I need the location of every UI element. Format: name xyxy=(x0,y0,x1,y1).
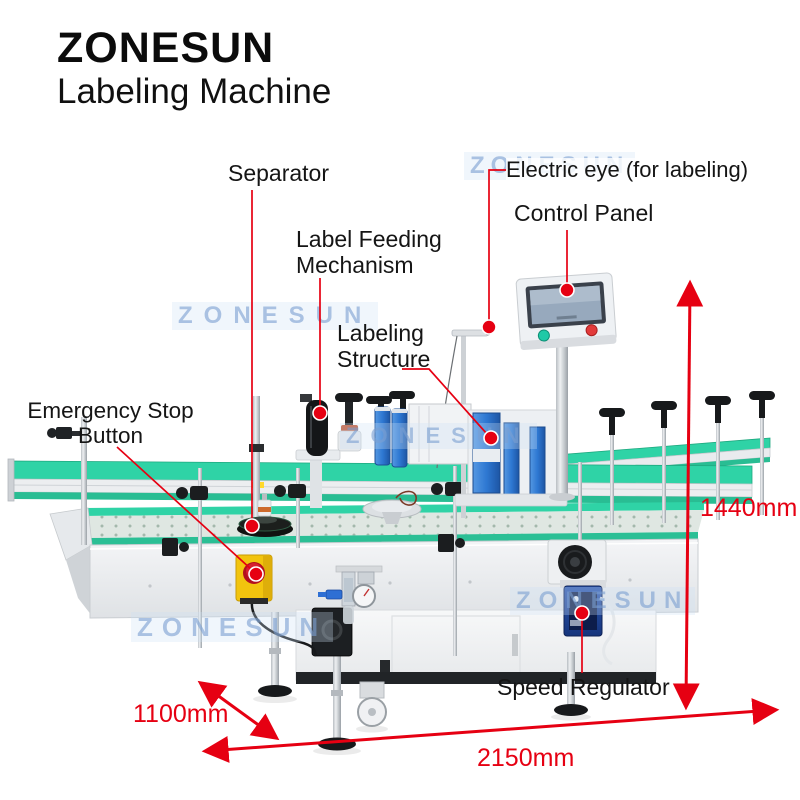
zonesun-watermark: ZONESUN xyxy=(172,302,379,330)
air-tube xyxy=(599,596,616,666)
leader-emergency-stop xyxy=(116,446,253,571)
callout-label-label-feeding: Label Feeding Mechanism xyxy=(296,226,442,278)
callout-dot-speed-regulator xyxy=(574,605,590,621)
wire-loop xyxy=(395,490,417,506)
callout-dot-labeling-structure xyxy=(483,430,499,446)
leader-labeling-structure xyxy=(402,368,488,435)
leg xyxy=(567,652,575,704)
figure-subtitle: Labeling Machine xyxy=(57,72,332,111)
dimension-label-length: 2150mm xyxy=(477,744,575,772)
stop-button xyxy=(585,324,598,337)
zonesun-watermark: ZONESUN xyxy=(510,587,696,615)
rail-adjuster-handles xyxy=(599,391,775,525)
callout-label-emergency-stop: Emergency Stop Button xyxy=(27,398,194,449)
dimension-arrow-depth xyxy=(197,680,280,741)
control-panel-assembly xyxy=(515,272,617,501)
dimension-arrow-height xyxy=(672,279,704,711)
guide-rail-supports xyxy=(47,417,582,656)
dimension-arrow-length xyxy=(201,698,780,763)
callout-label-speed-regulator: Speed Regulator xyxy=(497,674,670,700)
power-socket xyxy=(380,660,390,674)
pneumatic-filter-regulator xyxy=(318,565,383,624)
door-handle xyxy=(512,634,518,656)
dimension-label-depth: 1100mm xyxy=(133,700,229,728)
zonesun-watermark: ZONESUN xyxy=(340,423,537,449)
callout-dot-electric-eye xyxy=(481,319,497,335)
leader-electric-eye xyxy=(488,169,506,321)
rail-clamp-knobs xyxy=(162,482,465,556)
callout-label-labeling-structure: Labeling Structure xyxy=(337,320,431,372)
callout-dot-emergency-stop xyxy=(248,566,264,582)
turntable-plate xyxy=(362,490,422,524)
motor-box xyxy=(311,607,353,657)
callout-label-separator: Separator xyxy=(228,160,330,186)
callout-label-electric-eye: Electric eye (for labeling) xyxy=(506,157,749,183)
rail-end-cap xyxy=(7,458,15,502)
label-roller-assembly xyxy=(366,391,472,468)
dimension-label-height: 1440mm xyxy=(700,494,798,522)
callout-dot-label-feeding xyxy=(312,405,328,421)
brand-title: ZONESUN xyxy=(57,24,275,72)
callout-dot-control-panel xyxy=(559,282,575,298)
callout-dot-separator xyxy=(244,518,260,534)
labeling-structure-assembly xyxy=(454,409,568,507)
callout-label-control-panel: Control Panel xyxy=(514,200,654,226)
zonesun-watermark: ZONESUN xyxy=(131,612,334,642)
start-button xyxy=(537,329,550,342)
